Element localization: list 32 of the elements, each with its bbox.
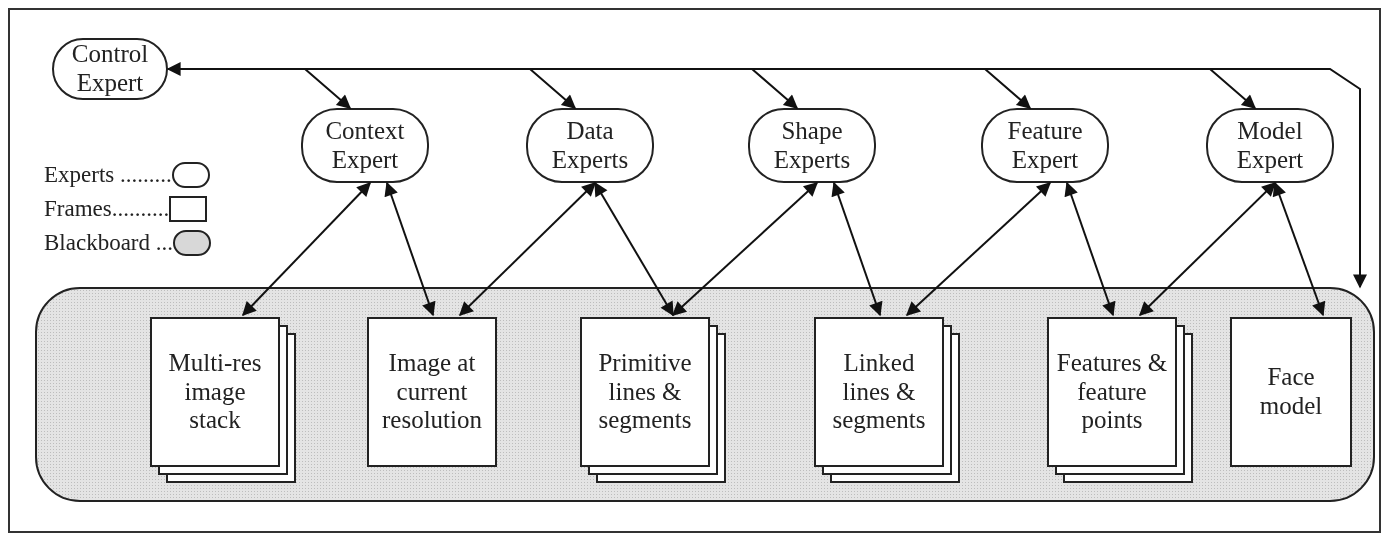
arrow: [1272, 181, 1326, 317]
frame-box: [367, 317, 497, 467]
arrow: [242, 182, 371, 316]
arrow: [594, 181, 674, 317]
frame-box: [1230, 317, 1352, 467]
arrow: [1064, 181, 1116, 317]
expert-label: Shape Experts: [772, 116, 852, 175]
expert-label: Context Expert: [324, 116, 406, 175]
arrow: [1139, 182, 1276, 316]
arrow: [831, 181, 883, 317]
legend-text: Frames..........: [44, 195, 170, 223]
legend-text: Experts .........: [44, 161, 172, 189]
frame-box: [580, 317, 710, 467]
arrow: [905, 182, 1052, 316]
expert-label: Model Expert: [1235, 116, 1305, 175]
arrow: [671, 182, 819, 316]
expert-label: Data Experts: [550, 116, 630, 175]
frame-box: [814, 317, 944, 467]
frame-label: Face model: [1258, 363, 1324, 421]
frame-label: Linked lines & segments: [831, 348, 927, 436]
arrow: [384, 181, 436, 317]
legend-text: Blackboard ...: [44, 229, 173, 257]
frame-label: Image at current resolution: [381, 348, 483, 436]
expert-label: Control Expert: [70, 40, 150, 98]
frame-box: [1047, 317, 1177, 467]
frame-label: Multi-res image stack: [167, 348, 263, 436]
frame-label: Primitive lines & segments: [597, 348, 693, 436]
frame-label: Features & feature points: [1055, 348, 1169, 436]
frame-box: [150, 317, 280, 467]
expert-label: Feature Expert: [1006, 116, 1084, 175]
blackboard-panel: [35, 287, 1375, 502]
arrow: [459, 182, 596, 316]
